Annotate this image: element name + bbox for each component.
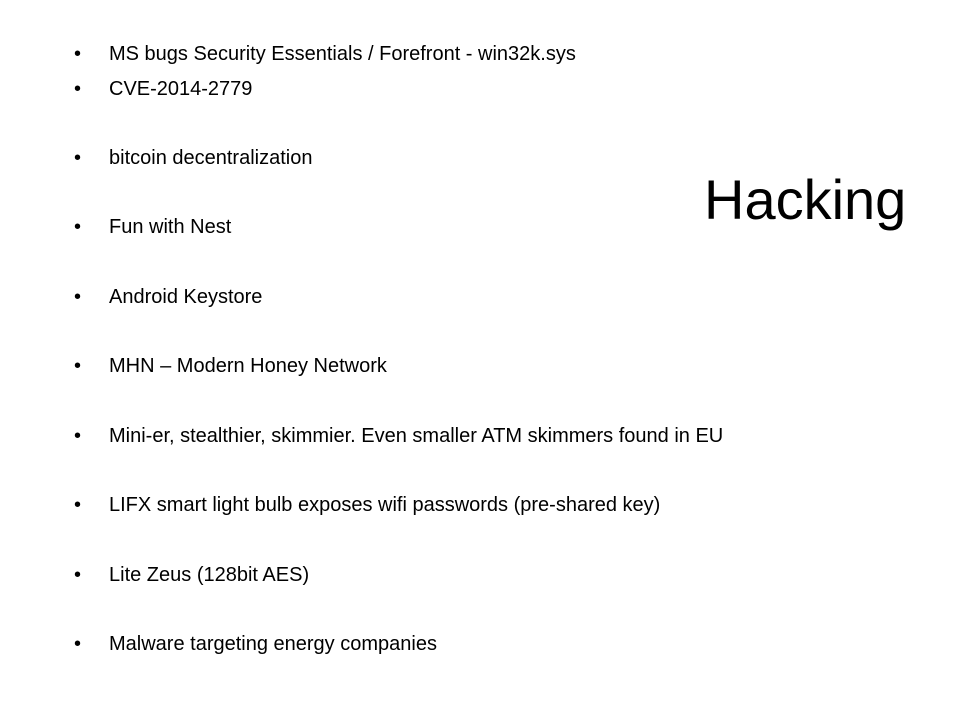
bullet-dot-icon: • (74, 425, 82, 447)
slide-title: Hacking (704, 168, 907, 231)
bullet-dot-icon: • (74, 355, 82, 377)
bullet-item: • MS bugs Security Essentials / Forefront… (74, 42, 934, 66)
bullet-dot-icon: • (74, 216, 82, 238)
bullet-dot-icon: • (74, 78, 82, 100)
bullet-text: Malware targeting energy companies (109, 633, 437, 655)
bullet-text: Mini-er, stealthier, skimmier. Even smal… (109, 425, 724, 447)
bullet-item: • MHN – Modern Honey Network (74, 354, 934, 378)
bullet-item: • Malware targeting energy companies (74, 632, 934, 656)
bullet-text: LIFX smart light bulb exposes wifi passw… (109, 494, 661, 516)
bullet-text: MHN – Modern Honey Network (109, 355, 387, 377)
bullet-dot-icon: • (74, 286, 82, 308)
bullet-text: Fun with Nest (109, 216, 232, 238)
bullet-item: • LIFX smart light bulb exposes wifi pass… (74, 493, 934, 517)
bullet-item: • Lite Zeus (128bit AES) (74, 563, 934, 587)
bullet-item: • Fun with Nest (74, 215, 934, 239)
bullet-dot-icon: • (74, 147, 82, 169)
bullet-dot-icon: • (74, 564, 82, 586)
bullet-dot-icon: • (74, 494, 82, 516)
bullet-item: • Android Keystore (74, 285, 934, 309)
bullet-text: MS bugs Security Essentials / Forefront … (109, 43, 576, 65)
bullet-item: • bitcoin decentralization (74, 146, 934, 170)
bullet-text: Android Keystore (109, 286, 263, 308)
bullet-dot-icon: • (74, 43, 82, 65)
bullet-item: • CVE-2014-2779 (74, 77, 934, 101)
bullet-dot-icon: • (74, 633, 82, 655)
bullet-text: bitcoin decentralization (109, 147, 313, 169)
bullet-item: • Mini-er, stealthier, skimmier. Even sma… (74, 424, 934, 448)
bullet-text: CVE-2014-2779 (109, 78, 253, 100)
bullet-text: Lite Zeus (128bit AES) (109, 564, 310, 586)
